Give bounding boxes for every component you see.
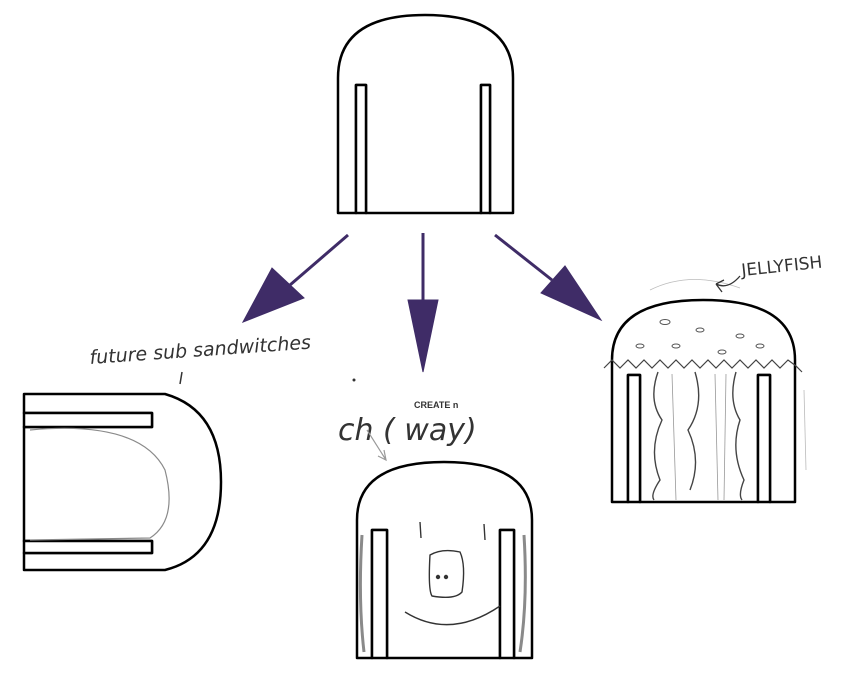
sandwich-icon xyxy=(22,392,223,572)
jellyfish-annotation: JELLYFISH xyxy=(739,253,823,281)
sandwich-filling-sketch xyxy=(29,427,170,541)
arrowhead-left xyxy=(241,267,305,323)
arrowhead-right xyxy=(540,265,603,322)
future-sub-annotation: future sub sandwitches xyxy=(89,332,312,369)
face-icon xyxy=(355,460,534,660)
jellyfish-frill xyxy=(603,359,803,373)
arrowhead-center xyxy=(407,299,439,373)
arrows xyxy=(241,233,603,373)
face-sketch xyxy=(404,521,501,626)
jellyfish-variant: JELLYFISH xyxy=(603,253,823,504)
jellyfish-spots xyxy=(635,319,765,355)
jellyfish-icon xyxy=(610,298,797,504)
arrow-left xyxy=(289,233,349,287)
original-arch-icon xyxy=(336,13,515,215)
sandwich-variant: future sub sandwitches xyxy=(22,332,312,572)
future-sub-tick xyxy=(179,371,183,385)
face-variant: CREATE n ch ( way) xyxy=(338,378,534,660)
create-arrow xyxy=(366,429,387,462)
create-label: CREATE n xyxy=(414,400,458,410)
jellyfish-tentacles xyxy=(652,371,745,501)
create-scribble: ch ( way) xyxy=(338,413,477,448)
arrow-right xyxy=(494,233,553,282)
jellyfish-label-arrow xyxy=(715,275,741,293)
